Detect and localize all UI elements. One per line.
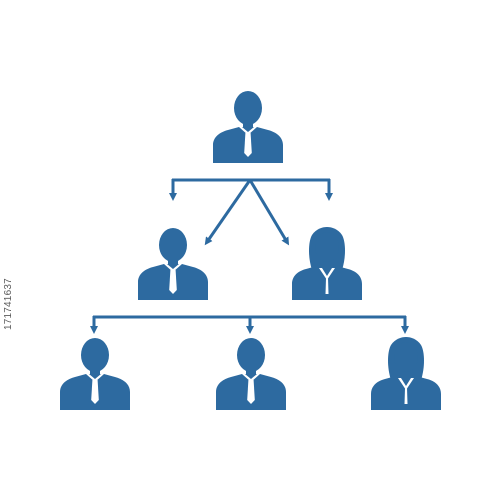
person-bottom-middle-icon	[216, 338, 286, 410]
collar	[398, 378, 414, 390]
tie	[247, 380, 255, 404]
collar	[239, 127, 257, 135]
people	[60, 91, 441, 410]
collar	[164, 264, 182, 272]
neckline	[404, 388, 408, 404]
collar	[242, 374, 260, 382]
head	[315, 232, 339, 262]
head	[81, 338, 109, 372]
collar	[319, 268, 335, 280]
tie	[91, 380, 99, 404]
person-bottom-left-icon	[60, 338, 130, 410]
tie	[244, 133, 252, 157]
person-bottom-right-icon	[371, 337, 441, 410]
connectors	[90, 178, 409, 334]
connector-diagonal-left	[204, 179, 252, 246]
collar	[86, 374, 104, 382]
head	[159, 228, 187, 262]
head	[234, 91, 262, 125]
tie	[169, 270, 177, 294]
stock-id-label: 171741637	[3, 278, 14, 330]
person-second-left-icon	[138, 228, 208, 300]
person-second-right-icon	[292, 227, 362, 300]
head	[237, 338, 265, 372]
neckline	[325, 278, 329, 294]
head	[394, 342, 418, 372]
connector-diagonal-right	[248, 179, 290, 246]
person-top-icon	[213, 91, 283, 163]
